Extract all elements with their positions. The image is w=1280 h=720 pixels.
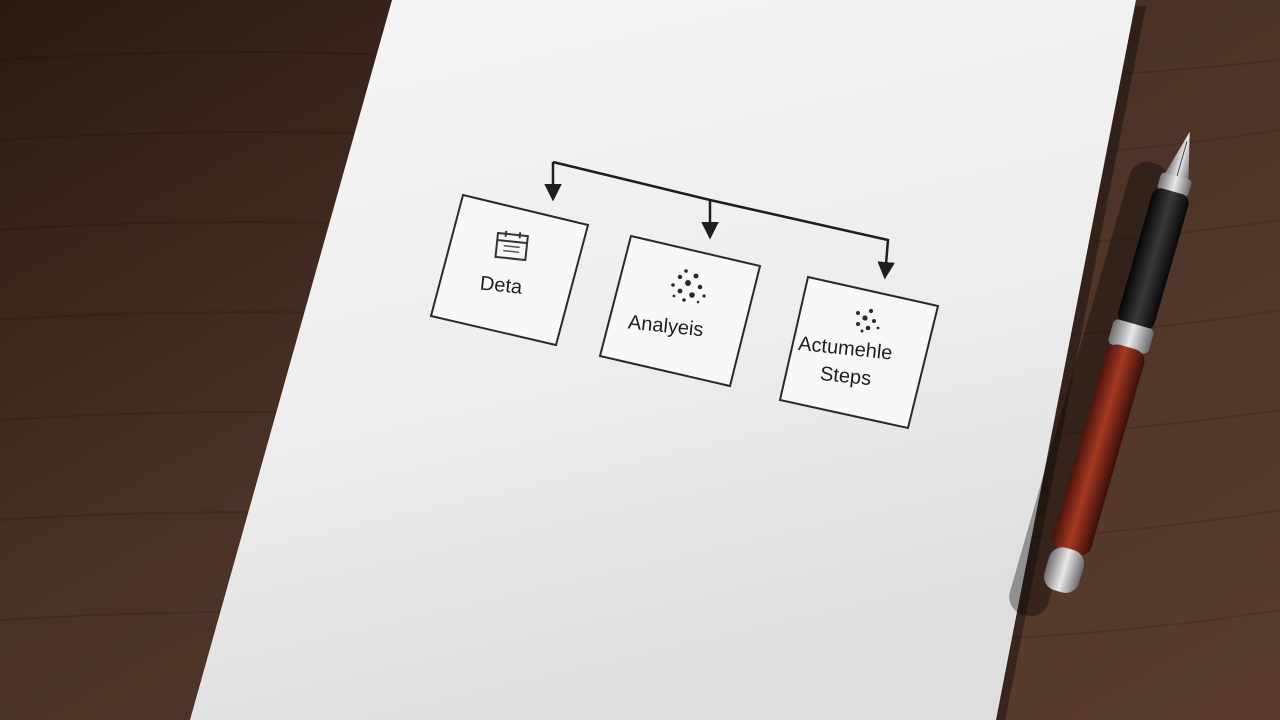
diagram-box-analysis: Analyeis [598, 234, 762, 388]
branching-arrow [544, 160, 895, 280]
cluster-dots-icon [671, 269, 706, 304]
diagram-box-actionable-steps: Actumehle Steps [778, 275, 940, 430]
pen-cap [1117, 188, 1189, 330]
fountain-pen [1009, 131, 1192, 617]
box-label-steps: Steps [819, 363, 872, 390]
diagram-box-data: Deta [429, 193, 590, 347]
calendar-icon [494, 230, 529, 262]
pen-barrel [1052, 344, 1145, 556]
cluster-dots-icon [856, 308, 880, 333]
pen-nib [1163, 131, 1190, 184]
box-label-data: Deta [479, 272, 524, 298]
